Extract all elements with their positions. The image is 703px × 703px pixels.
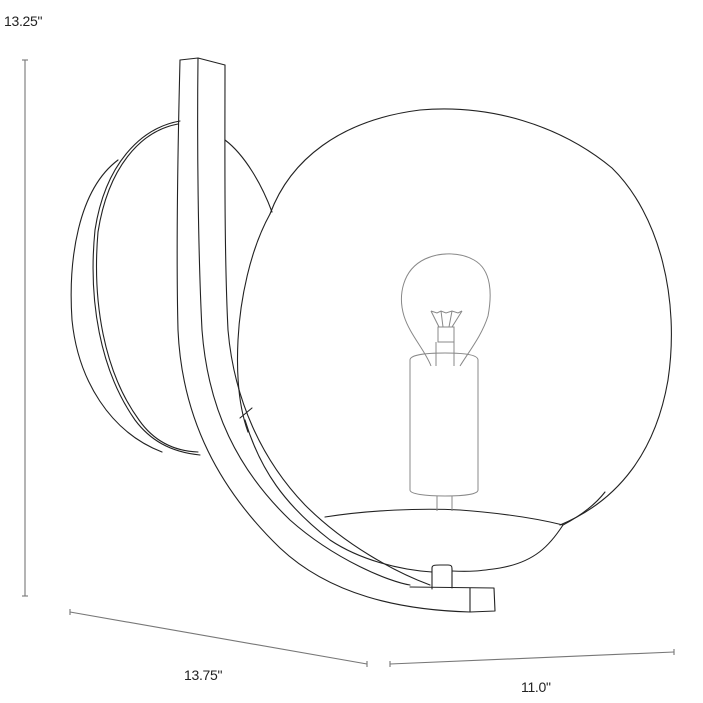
width-dimension-line xyxy=(389,649,675,667)
depth-dimension-label: 13.75" xyxy=(184,667,223,683)
height-dimension-line xyxy=(22,59,28,597)
bulb xyxy=(401,253,491,367)
depth-dimension-line xyxy=(69,609,368,667)
arm-end-cap xyxy=(409,564,496,613)
height-dimension-label: 13.25" xyxy=(4,13,43,29)
socket xyxy=(409,352,479,511)
globe-base xyxy=(324,491,606,572)
width-dimension-label: 11.0" xyxy=(521,679,551,695)
wall-plate xyxy=(70,120,273,456)
curved-arm xyxy=(176,57,471,613)
glass-globe xyxy=(236,108,672,526)
